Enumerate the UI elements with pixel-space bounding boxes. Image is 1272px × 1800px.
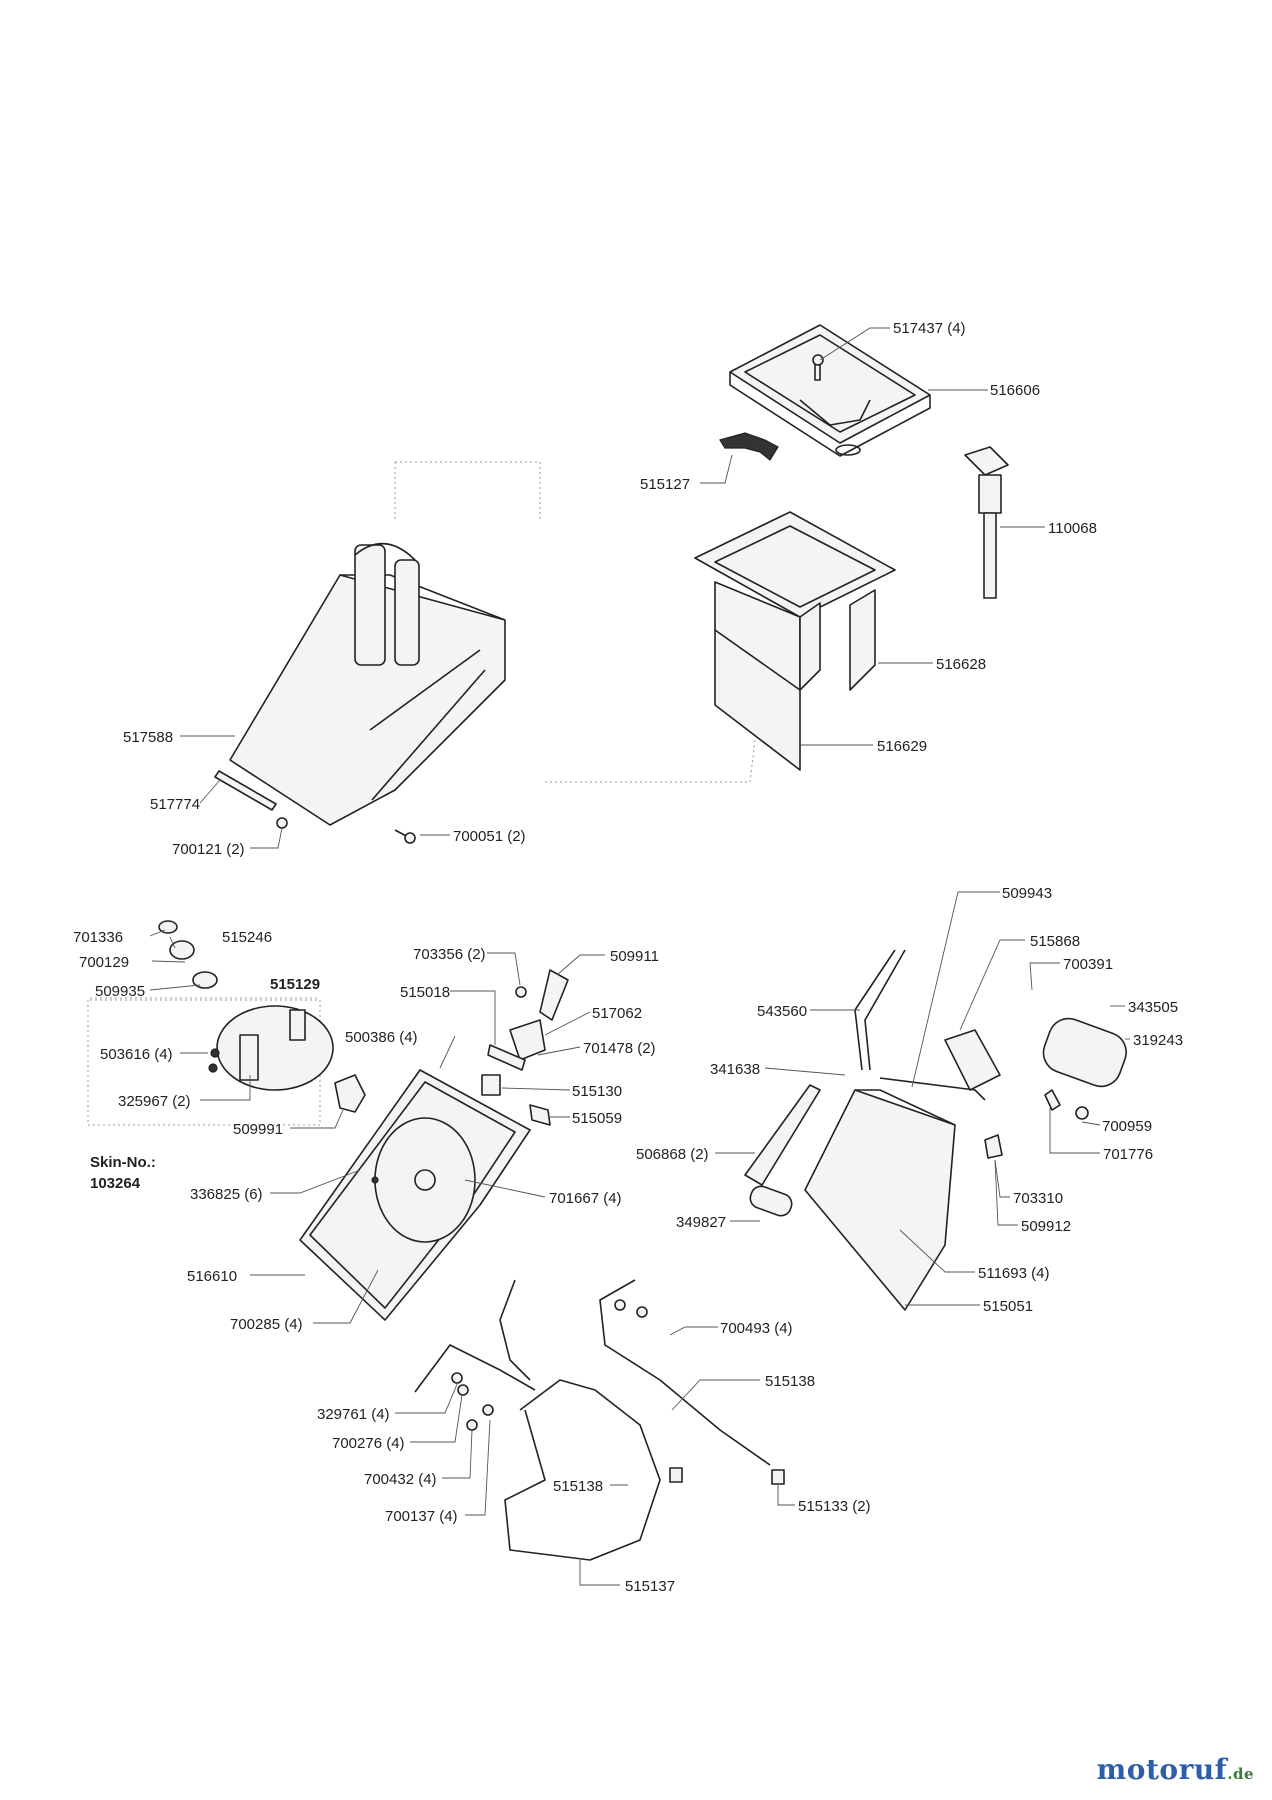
nut-700121 bbox=[276, 817, 288, 829]
small-hardware bbox=[451, 1299, 785, 1485]
label-515127: 515127 bbox=[640, 476, 690, 493]
label-517774: 517774 bbox=[150, 796, 200, 813]
spring-515130 bbox=[481, 1074, 501, 1096]
adapter-509991 bbox=[334, 1074, 366, 1113]
label-325967: 325967 (2) bbox=[118, 1093, 191, 1110]
label-349827: 349827 bbox=[676, 1214, 726, 1231]
label-336825: 336825 (6) bbox=[190, 1186, 263, 1203]
label-515868: 515868 bbox=[1030, 933, 1080, 950]
label-506868: 506868 (2) bbox=[636, 1146, 709, 1163]
label-700493: 700493 (4) bbox=[720, 1320, 793, 1337]
label-700276: 700276 (4) bbox=[332, 1435, 405, 1452]
label-700121: 700121 (2) bbox=[172, 841, 245, 858]
label-509912: 509912 bbox=[1021, 1218, 1071, 1235]
motor-housing-515051 bbox=[804, 1089, 956, 1311]
plunger-110068 bbox=[964, 446, 1009, 599]
knob-509911 bbox=[539, 969, 569, 1021]
label-343505: 343505 bbox=[1128, 999, 1178, 1016]
label-516606: 516606 bbox=[990, 382, 1040, 399]
clamp-517062 bbox=[509, 1019, 546, 1061]
label-703356: 703356 (2) bbox=[413, 946, 486, 963]
label-319243: 319243 bbox=[1133, 1032, 1183, 1049]
blade-515018 bbox=[487, 1044, 526, 1071]
label-515059: 515059 bbox=[572, 1110, 622, 1127]
label-503616: 503616 (4) bbox=[100, 1046, 173, 1063]
label-701336: 701336 bbox=[73, 929, 123, 946]
label-509991: 509991 bbox=[233, 1121, 283, 1138]
logo-name: motoruf bbox=[1096, 1753, 1228, 1786]
label-515051: 515051 bbox=[983, 1298, 1033, 1315]
label-516628: 516628 bbox=[936, 656, 986, 673]
switch-515868 bbox=[944, 1029, 1001, 1091]
label-516629: 516629 bbox=[877, 738, 927, 755]
label-509943: 509943 bbox=[1002, 885, 1052, 902]
label-701667: 701667 (4) bbox=[549, 1190, 622, 1207]
part-labels: 517437 (4) 516606 515127 110068 516628 5… bbox=[73, 320, 1183, 1595]
label-700959: 700959 bbox=[1102, 1118, 1152, 1135]
chute-base bbox=[229, 542, 506, 826]
label-329761: 329761 (4) bbox=[317, 1406, 390, 1423]
label-701776: 701776 bbox=[1103, 1146, 1153, 1163]
label-500386: 500386 (4) bbox=[345, 1029, 418, 1046]
agitator-515127 bbox=[719, 432, 779, 461]
motor-343505 bbox=[1042, 1017, 1127, 1088]
screw-703356 bbox=[515, 986, 527, 998]
label-700391: 700391 bbox=[1063, 956, 1113, 973]
label-skin-number: 103264 bbox=[90, 1175, 141, 1192]
label-515138-lower: 515138 bbox=[553, 1478, 603, 1495]
label-700137: 700137 (4) bbox=[385, 1508, 458, 1525]
label-skin-no: Skin-No.: bbox=[90, 1154, 156, 1171]
label-517437: 517437 (4) bbox=[893, 320, 966, 337]
label-703310: 703310 bbox=[1013, 1190, 1063, 1207]
label-700285: 700285 (4) bbox=[230, 1316, 303, 1333]
label-516610: 516610 bbox=[187, 1268, 237, 1285]
label-701478: 701478 (2) bbox=[583, 1040, 656, 1057]
label-515137: 515137 bbox=[625, 1578, 675, 1595]
label-700129: 700129 bbox=[79, 954, 129, 971]
frame-515137 bbox=[504, 1379, 661, 1561]
label-515138-upper: 515138 bbox=[765, 1373, 815, 1390]
capacitor-349827 bbox=[749, 1185, 793, 1217]
handle-bar-515138-left bbox=[414, 1279, 536, 1393]
rod-517774 bbox=[214, 770, 277, 811]
label-700432: 700432 (4) bbox=[364, 1471, 437, 1488]
hopper-funnel bbox=[729, 324, 931, 457]
label-515133: 515133 (2) bbox=[798, 1498, 871, 1515]
label-515130: 515130 bbox=[572, 1083, 622, 1100]
rod-506868 bbox=[744, 1084, 821, 1186]
screw-701776 bbox=[1044, 1089, 1061, 1111]
screw-700051 bbox=[394, 829, 416, 844]
label-517062: 517062 bbox=[592, 1005, 642, 1022]
label-515129: 515129 bbox=[270, 976, 320, 993]
blade-disc-515129 bbox=[208, 1005, 334, 1091]
nut-700959 bbox=[1075, 1106, 1089, 1120]
label-511693: 511693 (4) bbox=[978, 1265, 1049, 1282]
label-543560: 543560 bbox=[757, 1003, 807, 1020]
blade-group-outline bbox=[87, 997, 321, 1126]
leader-lines bbox=[149, 327, 1130, 1586]
label-509911: 509911 bbox=[610, 948, 659, 965]
screw-517437 bbox=[812, 354, 824, 381]
label-700051: 700051 (2) bbox=[453, 828, 526, 845]
small-parts-blade-hub bbox=[158, 920, 218, 989]
label-515018: 515018 bbox=[400, 984, 450, 1001]
logo-tld: .de bbox=[1227, 1765, 1254, 1783]
clip-515059 bbox=[529, 1104, 551, 1126]
label-517588: 517588 bbox=[123, 729, 173, 746]
label-110068: 110068 bbox=[1048, 520, 1097, 537]
cutter-housing bbox=[299, 1069, 531, 1321]
collection-bag bbox=[694, 511, 896, 771]
bracket-703310 bbox=[984, 1134, 1003, 1159]
handle-bar-515138-right bbox=[599, 1279, 771, 1466]
label-341638: 341638 bbox=[710, 1061, 760, 1078]
motoruf-logo[interactable]: motoruf.de bbox=[1097, 1753, 1254, 1786]
label-515246: 515246 bbox=[222, 929, 272, 946]
label-509935: 509935 bbox=[95, 983, 145, 1000]
